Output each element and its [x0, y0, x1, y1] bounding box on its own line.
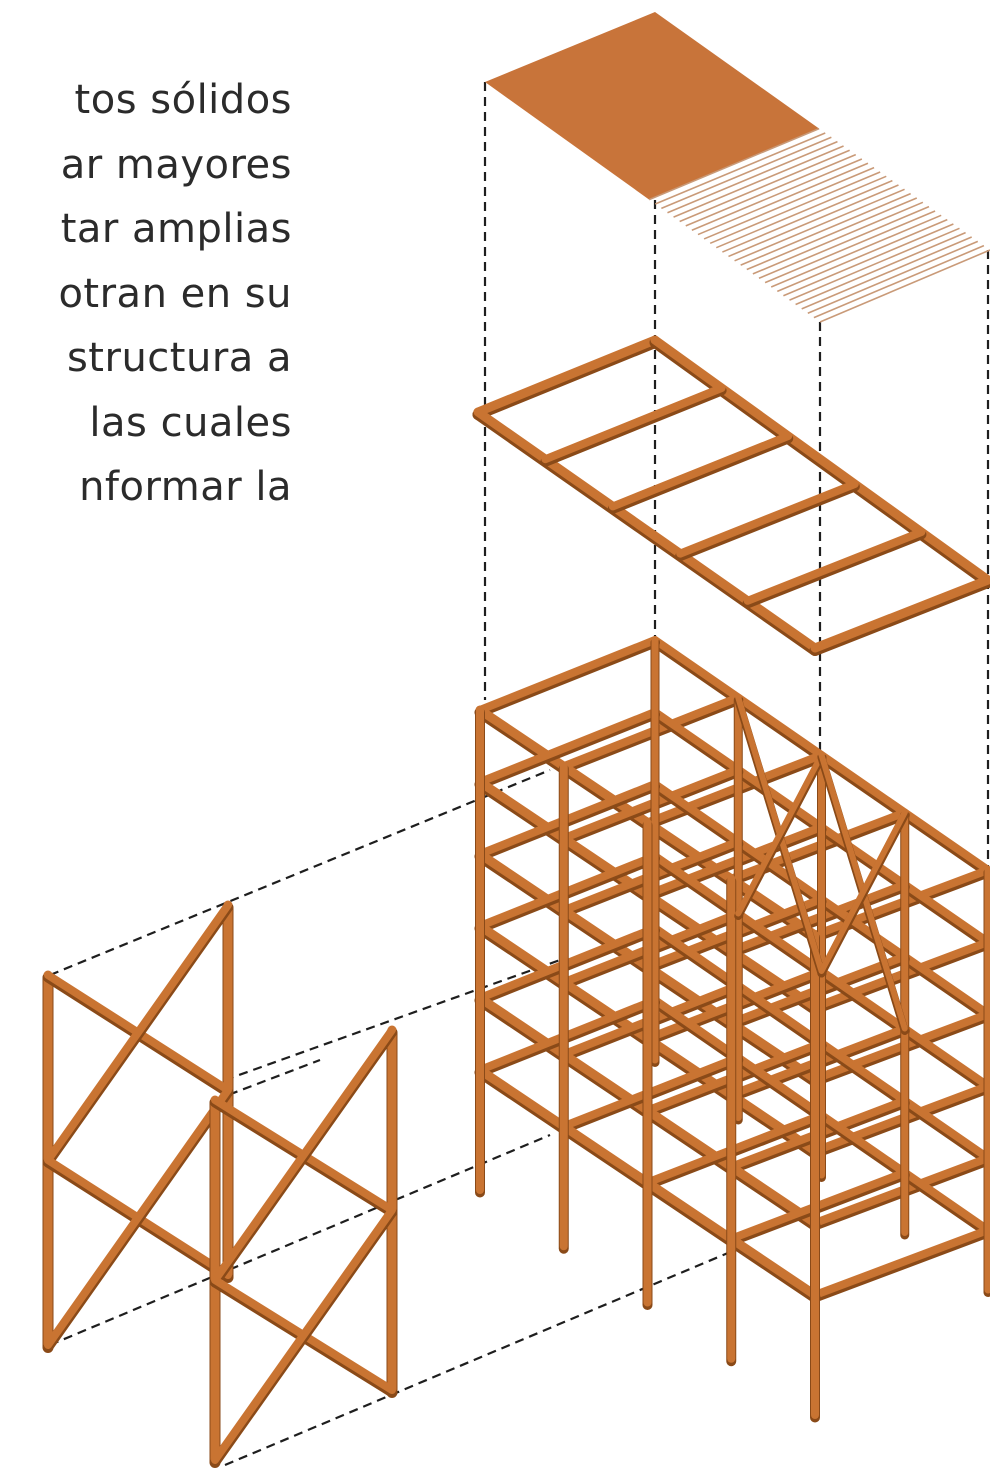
roof-deck-slat: [819, 249, 990, 323]
roof-deck-slat: [685, 153, 857, 227]
interior-brace: [735, 752, 825, 917]
roof-frame-joist: [676, 480, 859, 558]
projection-lines: [49, 82, 990, 1467]
body-text-line-3: tar amplias: [60, 206, 292, 252]
roof-frame-beam: [473, 335, 660, 417]
body-text-line-5: structura a: [66, 335, 292, 381]
brace-diagonal-a: [44, 1086, 232, 1349]
roof-deck-slat: [722, 179, 893, 253]
body-text-line-2: ar mayores: [60, 141, 292, 188]
roof-deck-slat: [703, 166, 875, 240]
projection-line: [224, 1248, 736, 1467]
roof-deck-slat: [697, 162, 869, 236]
roof-deck-slat: [734, 188, 905, 262]
roof-deck-slat: [807, 240, 979, 314]
floor-joist: [476, 636, 659, 714]
roof-deck-slat: [801, 236, 973, 310]
roof-deck-slat: [709, 171, 881, 245]
roof-deck-slat: [764, 210, 936, 284]
roof-frame-beam: [473, 407, 820, 653]
interior-brace: [818, 809, 908, 974]
roof-deck-slat: [795, 231, 966, 306]
roof-deck-slat: [654, 132, 826, 205]
body-text-line-7: nformar la: [79, 464, 292, 510]
roof-deck-panel: [485, 12, 990, 323]
roof-frame-joist: [743, 528, 926, 605]
roof-frame-joist: [608, 432, 793, 511]
roof-deck-solid-area: [485, 12, 820, 200]
roof-frame-beam: [650, 335, 990, 585]
roof-deck-slat: [715, 175, 887, 249]
projection-line: [49, 1133, 551, 1347]
roof-deck-slat: [783, 223, 954, 297]
roof-frame: [472, 335, 990, 656]
roof-deck-slat: [667, 140, 838, 214]
roof-deck-slat: [728, 184, 899, 258]
roof-deck-slat: [679, 149, 850, 223]
roof-deck-slat: [770, 214, 942, 288]
roof-frame-beam: [810, 575, 990, 653]
floor-joist: [476, 708, 659, 786]
main-timber-structure: [474, 636, 990, 1423]
roof-deck-slat: [813, 244, 985, 319]
floor-joist: [811, 1226, 990, 1299]
projection-line: [49, 768, 551, 977]
roof-deck-slat: [789, 227, 960, 301]
brace-diagonal-b: [211, 1206, 396, 1464]
roof-deck-slat: [776, 218, 948, 293]
roof-deck-slat: [758, 205, 930, 280]
roof-deck-slat: [746, 197, 918, 271]
roof-deck-slat: [691, 158, 863, 231]
brace-diagonal-a: [44, 901, 232, 1164]
body-text-line-6: las cuales: [89, 399, 292, 446]
body-text-line-4: otran en su: [58, 270, 292, 317]
roof-deck-slat: [740, 192, 911, 266]
diagonal-bracing-frames: [42, 900, 398, 1468]
roof-deck-slat: [752, 201, 924, 275]
roof-deck-slat: [661, 136, 832, 210]
body-text-line-1: tos sólidos: [74, 77, 292, 123]
brace-diagonal-b: [211, 1026, 396, 1284]
roof-frame-joist: [541, 384, 726, 464]
body-text-paragraph: tos sólidos ar mayores tar amplias otran…: [0, 68, 292, 520]
roof-deck-slat: [673, 145, 844, 218]
roof-deck-slat: [648, 127, 820, 201]
